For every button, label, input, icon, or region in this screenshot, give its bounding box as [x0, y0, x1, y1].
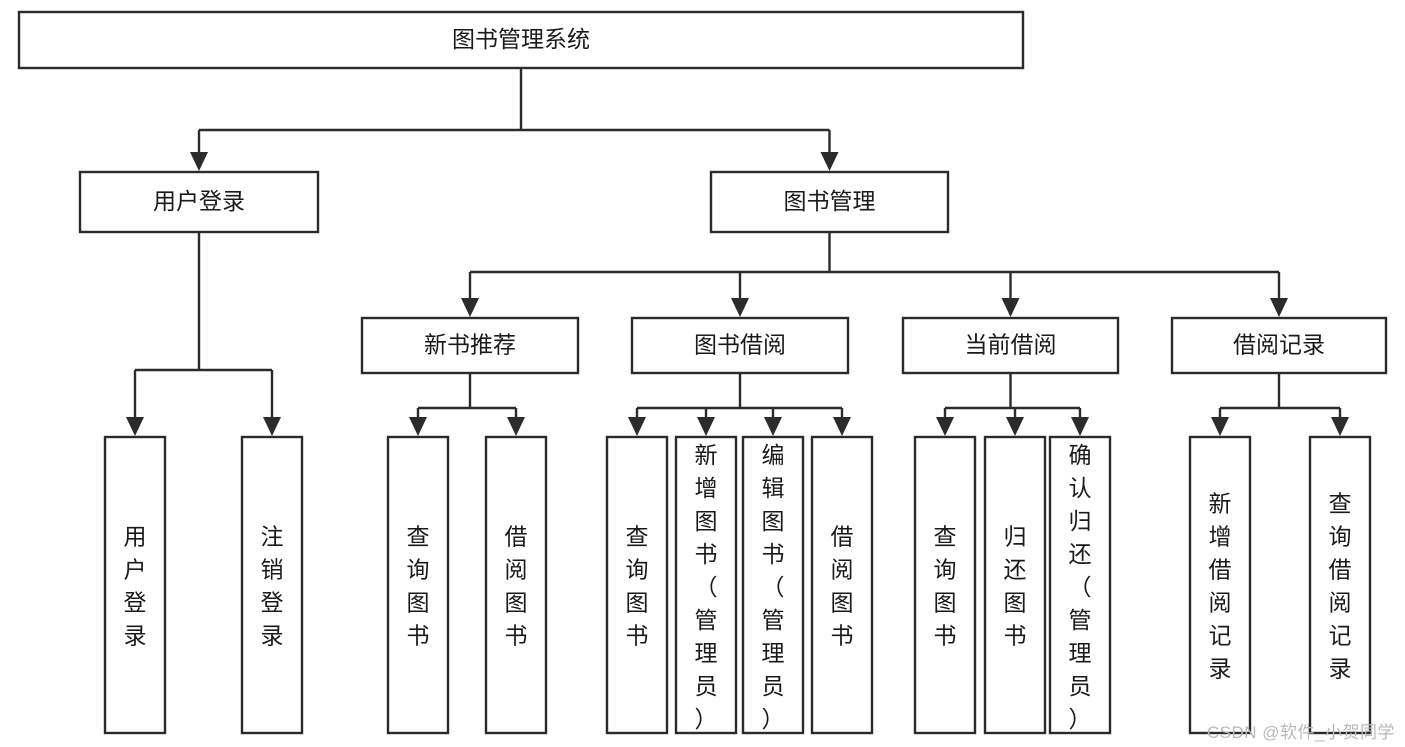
arrowhead-icon	[461, 298, 479, 317]
arrowhead-icon	[936, 417, 954, 436]
arrowhead-icon	[409, 417, 427, 436]
level2-node-box[interactable]: 用户登录	[78, 170, 320, 234]
level2-node-box[interactable]: 图书管理	[709, 170, 950, 234]
node-label: 用户登录	[153, 188, 245, 214]
leaf-node-label: 查询图书	[626, 524, 649, 649]
leaf-node-box[interactable]: 查询图书	[386, 435, 450, 735]
arrowhead-icon	[507, 417, 525, 436]
leaf-node-label: 借阅图书	[831, 524, 854, 649]
leaf-node-box[interactable]: 编辑图书（管理员）	[741, 435, 805, 735]
leaf-node-box[interactable]: 新增借阅记录	[1188, 435, 1252, 735]
leaf-node-box[interactable]: 查询图书	[913, 435, 977, 735]
arrowhead-icon	[1270, 298, 1288, 317]
arrowhead-icon	[820, 152, 839, 171]
node-label: 当前借阅	[965, 332, 1057, 358]
node-label: 图书管理	[784, 188, 876, 214]
arrowhead-icon	[697, 417, 715, 436]
arrowhead-icon	[628, 417, 646, 436]
csdn-watermark: CSDN @软件_小贺同学	[1206, 723, 1395, 742]
arrowhead-icon	[1211, 417, 1229, 436]
leaf-node-label: 归还图书	[1004, 524, 1027, 649]
node-label: 图书管理系统	[452, 26, 590, 52]
level3-node-box[interactable]: 图书借阅	[630, 316, 850, 375]
arrowhead-icon	[1006, 417, 1024, 436]
leaf-node-box[interactable]: 查询图书	[605, 435, 669, 735]
leaf-node-box[interactable]: 用户登录	[103, 435, 167, 735]
node-label: 借阅记录	[1233, 332, 1325, 358]
leaf-node-label: 确认归还（管理员）	[1069, 442, 1092, 732]
nodes-layer: 图书管理系统用户登录图书管理新书推荐图书借阅当前借阅借阅记录用户登录注销登录查询…	[17, 10, 1388, 735]
arrowhead-icon	[731, 298, 749, 317]
arrowhead-icon	[190, 152, 208, 171]
leaf-node-box[interactable]: 借阅图书	[484, 435, 548, 735]
leaf-node-label: 编辑图书（管理员）	[762, 442, 785, 732]
root-node-box[interactable]: 图书管理系统	[17, 10, 1025, 70]
leaf-node-label: 注销登录	[261, 524, 284, 649]
arrowhead-icon	[263, 417, 281, 436]
leaf-node-label: 借阅图书	[505, 524, 528, 649]
level3-node-box[interactable]: 新书推荐	[360, 316, 580, 375]
arrowhead-icon	[1001, 298, 1020, 317]
level3-node-box[interactable]: 当前借阅	[901, 316, 1120, 375]
leaf-node-box[interactable]: 查询借阅记录	[1308, 435, 1372, 735]
arrowhead-icon	[1071, 417, 1089, 436]
leaf-node-box[interactable]: 注销登录	[240, 435, 304, 735]
arrowhead-icon	[1331, 417, 1349, 436]
leaf-node-box[interactable]: 借阅图书	[810, 435, 874, 735]
node-label: 新书推荐	[424, 332, 516, 358]
connectors-layer	[126, 68, 1349, 436]
leaf-node-box[interactable]: 确认归还（管理员）	[1048, 435, 1112, 735]
arrowhead-icon	[126, 417, 144, 436]
leaf-node-label: 用户登录	[124, 524, 147, 649]
leaf-node-label: 查询借阅记录	[1329, 491, 1352, 682]
level3-node-box[interactable]: 借阅记录	[1170, 316, 1388, 375]
node-label: 图书借阅	[694, 332, 786, 358]
leaf-node-label: 新增图书（管理员）	[695, 442, 718, 732]
leaf-node-label: 查询图书	[407, 524, 430, 649]
leaf-node-label: 新增借阅记录	[1209, 491, 1232, 682]
leaf-node-label: 查询图书	[934, 524, 957, 649]
leaf-node-box[interactable]: 新增图书（管理员）	[674, 435, 738, 735]
leaf-node-box[interactable]: 归还图书	[983, 435, 1047, 735]
arrowhead-icon	[833, 417, 851, 436]
arrowhead-icon	[764, 417, 782, 436]
